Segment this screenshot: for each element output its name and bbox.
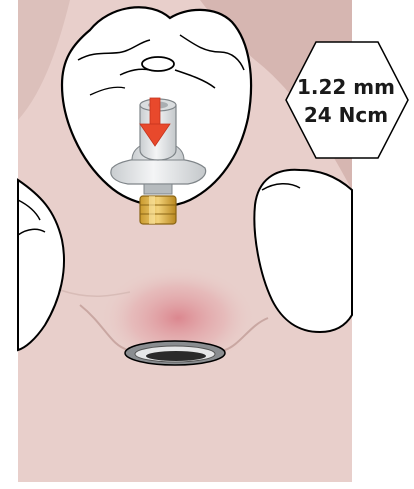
spec-torque-label: 24 Ncm: [304, 103, 388, 127]
implant-site-icon: [125, 341, 225, 365]
screw-icon: [140, 196, 176, 224]
spec-length-label: 1.22 mm: [297, 75, 395, 99]
